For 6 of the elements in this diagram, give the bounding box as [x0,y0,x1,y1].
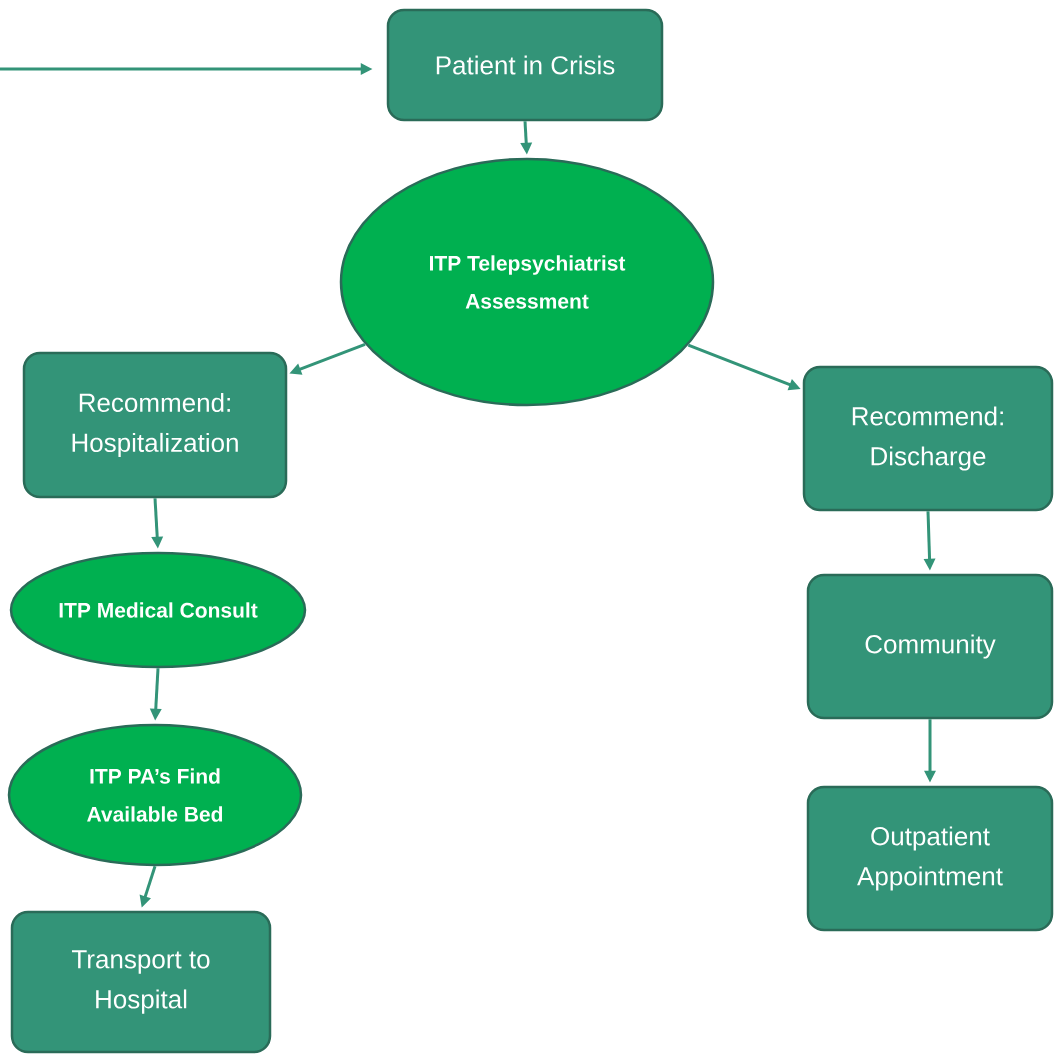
process-box: Patient in Crisis [386,8,664,122]
process-box: Community [806,573,1054,720]
process-box: Recommend: Discharge [802,365,1054,512]
process-box: Outpatient Appointment [806,785,1054,932]
process-box: Recommend: Hospitalization [22,351,288,499]
process-box: Transport to Hospital [10,910,272,1054]
